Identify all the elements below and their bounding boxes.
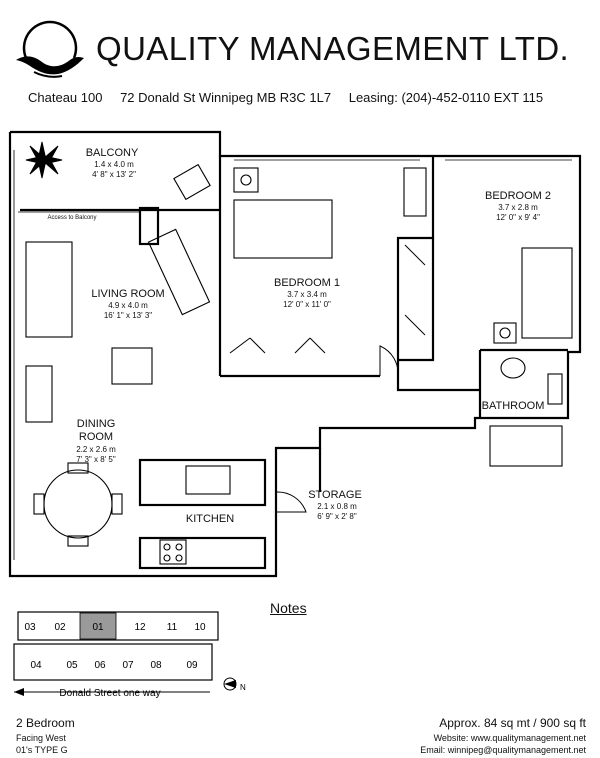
bottom-units-row: 04 05 06 07 08 09 (30, 660, 198, 671)
floor-plan: BALCONY 1.4 x 4.0 m 4' 8" x 13' 2" Acces… (8, 130, 582, 578)
tv-console (147, 228, 211, 316)
dining-table (43, 469, 113, 539)
closet-wall (398, 238, 435, 362)
bedroom1-imperial: 12' 0" x 11' 0" (283, 300, 331, 309)
kitchen-counter (138, 458, 267, 507)
suite-facing: Facing West (16, 733, 66, 743)
unit-01-highlight (79, 612, 117, 640)
sideboard (25, 365, 53, 423)
bathtub (489, 425, 563, 467)
living-room-imperial: 16' 1" x 13' 3" (104, 311, 152, 320)
site-unit-02: 02 (54, 622, 66, 633)
bedroom-divider-wall (396, 156, 435, 376)
patio-chair (173, 163, 211, 201)
suite-code: 01's TYPE G (16, 745, 68, 755)
dining-imperial: 7' 3" x 8' 5" (76, 455, 116, 464)
hall-wall (396, 376, 480, 392)
website-link[interactable]: Website: www.qualitymanagement.net (433, 733, 586, 743)
site-plan: 03 02 01 12 11 10 04 05 06 07 08 09 Donald Street … (13, 611, 246, 699)
balcony-imperial: 4' 8" x 13' 2" (92, 170, 136, 179)
site-unit-06: 06 (94, 660, 106, 671)
storage-metric: 2.1 x 0.8 m (317, 502, 357, 511)
bathroom-label: BATHROOM (482, 400, 545, 412)
bedroom1-metric: 3.7 x 3.4 m (287, 290, 327, 299)
building-address: 72 Donald St Winnipeg MB R3C 1L7 (120, 90, 332, 105)
chair-3 (67, 462, 89, 474)
company-name: QUALITY MANAGEMENT LTD. (96, 30, 570, 67)
balcony-label: BALCONY (86, 147, 139, 159)
dining-label-1: DINING (77, 418, 116, 430)
bed-1 (233, 199, 333, 259)
bedroom2-imperial: 12' 0" x 9' 4" (496, 213, 540, 222)
building-name: Chateau 100 (28, 90, 103, 105)
compass-north-icon: N (223, 677, 246, 692)
sofa (25, 241, 73, 338)
bedroom2-metric: 3.7 x 2.8 m (498, 203, 538, 212)
site-unit-07: 07 (122, 660, 134, 671)
dining-label-2: ROOM (79, 431, 113, 443)
storage-imperial: 6' 9" x 2' 8" (317, 512, 357, 521)
site-unit-03: 03 (24, 622, 36, 633)
living-room-metric: 4.9 x 4.0 m (108, 301, 148, 310)
exterior-wall (8, 130, 582, 578)
kitchen-sink (185, 465, 231, 495)
site-unit-08: 08 (150, 660, 162, 671)
site-unit-09: 09 (186, 660, 198, 671)
bed-2 (521, 247, 573, 339)
bedroom2-label: BEDROOM 2 (485, 190, 551, 202)
suite-type: 2 Bedroom (16, 716, 75, 730)
kitchen-counter-lower (138, 536, 267, 570)
toilet (500, 357, 526, 379)
site-unit-04: 04 (30, 660, 42, 671)
company-logo-icon (16, 20, 84, 78)
bedroom1-door (379, 345, 399, 377)
site-unit-11: 11 (167, 622, 178, 633)
vanity (547, 373, 563, 405)
svg-text:N: N (240, 683, 246, 692)
email-link[interactable]: Email: winnipeg@qualitymanagement.net (420, 745, 586, 755)
header-info-line: Chateau 100 72 Donald St Winnipeg MB R3C… (28, 90, 588, 105)
armchair (111, 347, 153, 385)
plant-icon (25, 141, 63, 179)
balcony-access-label: Access to Balcony (47, 215, 96, 221)
site-unit-10: 10 (194, 622, 206, 633)
suite-area: Approx. 84 sq mt / 900 sq ft (439, 716, 586, 730)
site-unit-12: 12 (134, 622, 146, 633)
bedroom1-label: BEDROOM 1 (274, 277, 340, 289)
living-room-label: LIVING ROOM (91, 288, 164, 300)
nightstand-1 (233, 167, 259, 193)
chair-2 (111, 493, 123, 515)
notes-label: Notes (270, 600, 307, 616)
kitchen-label: KITCHEN (186, 513, 234, 525)
storage-door (275, 491, 307, 513)
site-unit-05: 05 (66, 660, 78, 671)
site-unit-01: 01 (92, 622, 104, 633)
balcony-metric: 1.4 x 4.0 m (94, 160, 134, 169)
leasing-phone: Leasing: (204)-452-0110 EXT 115 (348, 90, 544, 105)
chair-1 (33, 493, 45, 515)
nightstand-2 (493, 322, 517, 344)
top-units-row: 03 02 01 12 11 10 (24, 622, 206, 633)
dresser-2 (403, 167, 427, 217)
storage-label: STORAGE (308, 489, 362, 501)
dining-metric: 2.2 x 2.6 m (76, 445, 116, 454)
stove (159, 539, 187, 565)
chair-4 (67, 535, 89, 547)
street-label: Donald Street one way (59, 688, 160, 699)
